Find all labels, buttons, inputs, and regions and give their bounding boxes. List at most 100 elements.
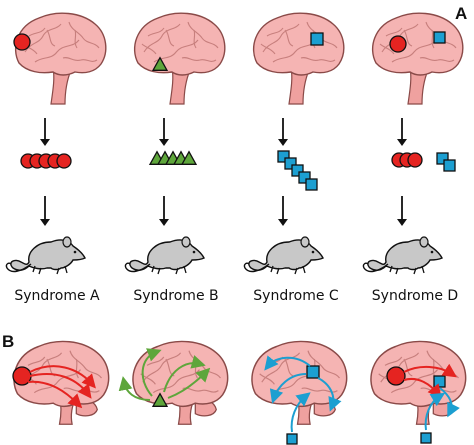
arrow-down-4b-head — [397, 219, 407, 226]
brain-fold — [68, 21, 100, 49]
spread-arrow-red — [27, 380, 83, 409]
brain-fold — [46, 29, 56, 47]
brain-fold — [165, 29, 175, 47]
brain-fold — [33, 369, 81, 394]
brain-fold — [403, 358, 413, 377]
brain-fold — [142, 352, 182, 383]
brain-a-3 — [252, 12, 345, 105]
arrow-down-2b-head — [159, 219, 169, 226]
blue-square-marker — [420, 432, 432, 444]
rat-2 — [124, 236, 205, 275]
rat-tail — [362, 262, 389, 273]
spread-arrow-green — [141, 348, 162, 397]
brain-fold — [28, 27, 46, 37]
blue-square-marker — [433, 31, 446, 44]
rat-ear — [181, 236, 191, 248]
brain-fold — [181, 57, 217, 62]
green-triangle-marker — [151, 56, 169, 71]
brain-fold — [187, 21, 219, 49]
blue-square-marker — [433, 375, 446, 388]
green-triangle-marker — [180, 150, 198, 165]
rat-3 — [243, 236, 324, 275]
arrow-down-1a-head — [40, 139, 50, 146]
brain-fold — [385, 27, 403, 37]
rat-eye — [311, 250, 315, 254]
blue-square-marker — [436, 152, 449, 165]
brain-fold — [403, 29, 413, 47]
blue-square-marker — [443, 159, 456, 172]
red-circle-marker — [13, 33, 31, 51]
brain-fold — [260, 43, 276, 55]
arrow-down-4a-head — [397, 139, 407, 146]
spread-arrow-green — [163, 355, 206, 393]
panel-label-a: A — [455, 4, 468, 23]
blue-square-marker — [284, 157, 297, 170]
spread-arrow-green — [167, 367, 211, 399]
rat-legs — [151, 265, 187, 275]
brain-fold — [261, 352, 301, 383]
spread-arrow-red — [29, 365, 96, 389]
brain-b-3 — [251, 340, 348, 425]
spread-arrow-blue — [439, 387, 460, 418]
brain-a-1 — [14, 12, 107, 105]
brain-fold — [75, 358, 79, 379]
rat-eye — [430, 250, 434, 254]
spread-arrow-blue — [264, 355, 311, 371]
brain-fold — [419, 57, 455, 62]
brain-fold — [300, 57, 336, 62]
spread-arrow-red — [403, 363, 457, 378]
rat-ear — [300, 236, 310, 248]
spread-arrow-blue — [290, 392, 311, 433]
brainstem — [50, 67, 72, 105]
blue-square-marker — [305, 178, 318, 191]
brainstem — [407, 67, 429, 105]
brain-cortex — [132, 340, 229, 408]
panel-label-b: B — [2, 332, 15, 351]
rat-1 — [5, 236, 86, 275]
brainstem — [169, 67, 191, 105]
blue-square-marker — [306, 365, 320, 379]
arrow-down-3b-head — [278, 219, 288, 226]
brain-a-4 — [371, 12, 464, 105]
blue-square-marker — [310, 32, 324, 46]
green-triangle-marker — [151, 392, 169, 407]
spread-arrow-blue — [269, 373, 307, 404]
brain-cortex — [252, 12, 345, 76]
red-circle-marker — [389, 35, 407, 53]
brain-fold — [307, 350, 340, 379]
rat-eye — [73, 250, 77, 254]
brain-fold — [259, 373, 275, 385]
brain-b-2 — [132, 340, 229, 425]
rat-body — [367, 239, 443, 271]
brain-cortex — [133, 12, 226, 76]
blue-square-marker — [277, 150, 290, 163]
arrow-down-3a-head — [278, 139, 288, 146]
brain-cortex — [371, 12, 464, 76]
brain-fold — [74, 29, 78, 49]
red-circle-marker — [56, 153, 72, 169]
brain-b-4 — [370, 340, 467, 425]
blue-square-marker — [298, 171, 311, 184]
rat-legs — [270, 265, 306, 275]
syndrome-label-b: Syndrome B — [133, 288, 219, 304]
arrow-down-2a-head — [159, 139, 169, 146]
brain-fold — [431, 29, 435, 49]
brain-fold — [147, 27, 165, 37]
blue-square-marker — [286, 433, 298, 445]
brain-fold — [284, 358, 294, 377]
brain-fold — [390, 369, 438, 394]
brain-fold — [69, 350, 102, 379]
rat-legs — [389, 265, 425, 275]
rat-body — [10, 239, 86, 271]
rat-tail — [124, 262, 151, 273]
brain-fold — [34, 39, 80, 63]
brain-fold — [266, 27, 284, 37]
rat-ear — [419, 236, 429, 248]
rat-tail — [5, 262, 32, 273]
brain-fold — [379, 43, 395, 55]
red-circle-marker — [386, 366, 406, 386]
rat-eye — [192, 250, 196, 254]
brainstem — [288, 67, 310, 105]
